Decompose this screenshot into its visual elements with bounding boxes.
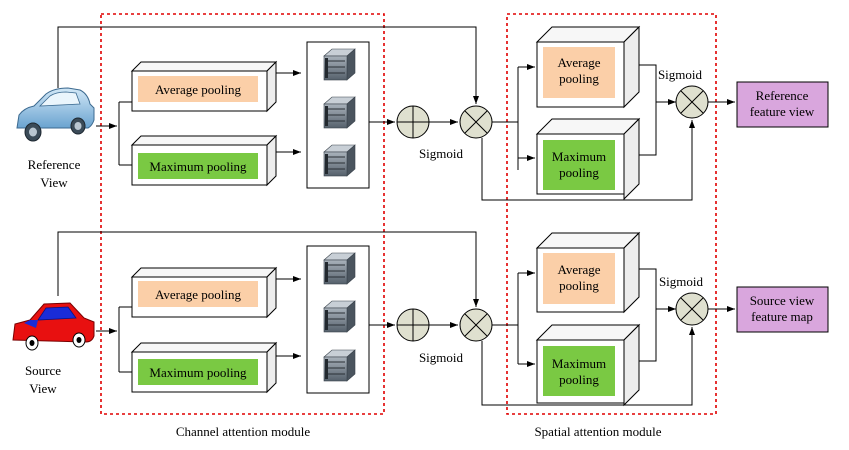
source-maximum-pooling-label: Maximum pooling bbox=[149, 365, 247, 380]
source-average-pooling-block: Average pooling bbox=[130, 266, 278, 319]
source-spatial-average-pooling-block: Average pooling bbox=[535, 231, 641, 314]
reference-spatial-multiply-operator bbox=[675, 85, 709, 119]
reference-car-icon bbox=[16, 87, 95, 142]
reference-output-box: Reference feature view bbox=[736, 81, 829, 128]
source-branch: Source View Average pooling Maximum pool… bbox=[12, 231, 829, 407]
reference-output-line1: Reference bbox=[756, 88, 809, 103]
source-car-icon bbox=[12, 302, 95, 351]
source-channel-sigmoid-label: Sigmoid bbox=[419, 350, 464, 365]
reference-branch: Reference View Average pooling Maximum p… bbox=[16, 25, 829, 201]
reference-add-operator bbox=[396, 105, 430, 139]
reference-average-pooling-block: Average pooling bbox=[130, 60, 278, 113]
source-input-label-line2: View bbox=[29, 381, 57, 396]
source-spatial-multiply-operator bbox=[675, 292, 709, 326]
channel-attention-module-box bbox=[100, 13, 385, 415]
reference-average-pooling-fill bbox=[138, 76, 258, 102]
server-icon bbox=[323, 252, 356, 285]
spatial-attention-module-box bbox=[506, 13, 717, 415]
reference-skip-connection bbox=[57, 26, 479, 104]
server-icon bbox=[323, 300, 356, 333]
reference-spatial-average-line2: pooling bbox=[559, 71, 599, 86]
source-output-line1: Source view bbox=[750, 293, 815, 308]
reference-spatial-average-pooling-block: Average pooling bbox=[535, 25, 641, 109]
source-spatial-average-line2: pooling bbox=[559, 278, 599, 293]
source-average-pooling-label: Average pooling bbox=[155, 287, 242, 302]
reference-multiply-operator bbox=[459, 105, 493, 139]
source-add-operator bbox=[396, 308, 430, 342]
source-output-box: Source view feature map bbox=[736, 286, 829, 333]
channel-attention-module-label: Channel attention module bbox=[176, 424, 311, 439]
source-spatial-maximum-line2: pooling bbox=[559, 372, 599, 387]
spatial-attention-module-label: Spatial attention module bbox=[534, 424, 661, 439]
source-skip-connection bbox=[57, 231, 479, 307]
server-icon bbox=[323, 48, 356, 81]
reference-spatial-average-line1: Average bbox=[557, 55, 600, 70]
reference-spatial-maximum-line1: Maximum bbox=[552, 149, 606, 164]
source-spatial-sigmoid-label: Sigmoid bbox=[659, 274, 704, 289]
reference-spatial-maximum-pooling-block: Maximum pooling bbox=[535, 117, 641, 201]
server-icon bbox=[323, 144, 356, 177]
reference-average-pooling-label: Average pooling bbox=[155, 82, 242, 97]
reference-output-line2: feature view bbox=[750, 104, 815, 119]
reference-spatial-maximum-line2: pooling bbox=[559, 165, 599, 180]
reference-spatial-skip-connection bbox=[481, 120, 695, 201]
server-icon bbox=[323, 96, 356, 129]
reference-spatial-sigmoid-label: Sigmoid bbox=[658, 67, 703, 82]
server-icon bbox=[323, 349, 356, 382]
reference-input-label-line1: Reference bbox=[28, 157, 81, 172]
reference-maximum-pooling-label: Maximum pooling bbox=[149, 159, 247, 174]
source-multiply-operator bbox=[459, 308, 493, 342]
source-spatial-average-line1: Average bbox=[557, 262, 600, 277]
source-spatial-maximum-line1: Maximum bbox=[552, 356, 606, 371]
source-maximum-pooling-block: Maximum pooling bbox=[130, 341, 278, 394]
reference-maximum-pooling-block: Maximum pooling bbox=[130, 134, 278, 187]
source-spatial-skip-connection bbox=[481, 327, 695, 406]
reference-input-label-line2: View bbox=[40, 175, 68, 190]
reference-channel-sigmoid-label: Sigmoid bbox=[419, 146, 464, 161]
source-input-label-line1: Source bbox=[25, 363, 61, 378]
source-spatial-maximum-pooling-block: Maximum pooling bbox=[535, 323, 641, 407]
reference-maximum-pooling-fill bbox=[138, 153, 258, 179]
source-output-line2: feature map bbox=[751, 309, 813, 324]
